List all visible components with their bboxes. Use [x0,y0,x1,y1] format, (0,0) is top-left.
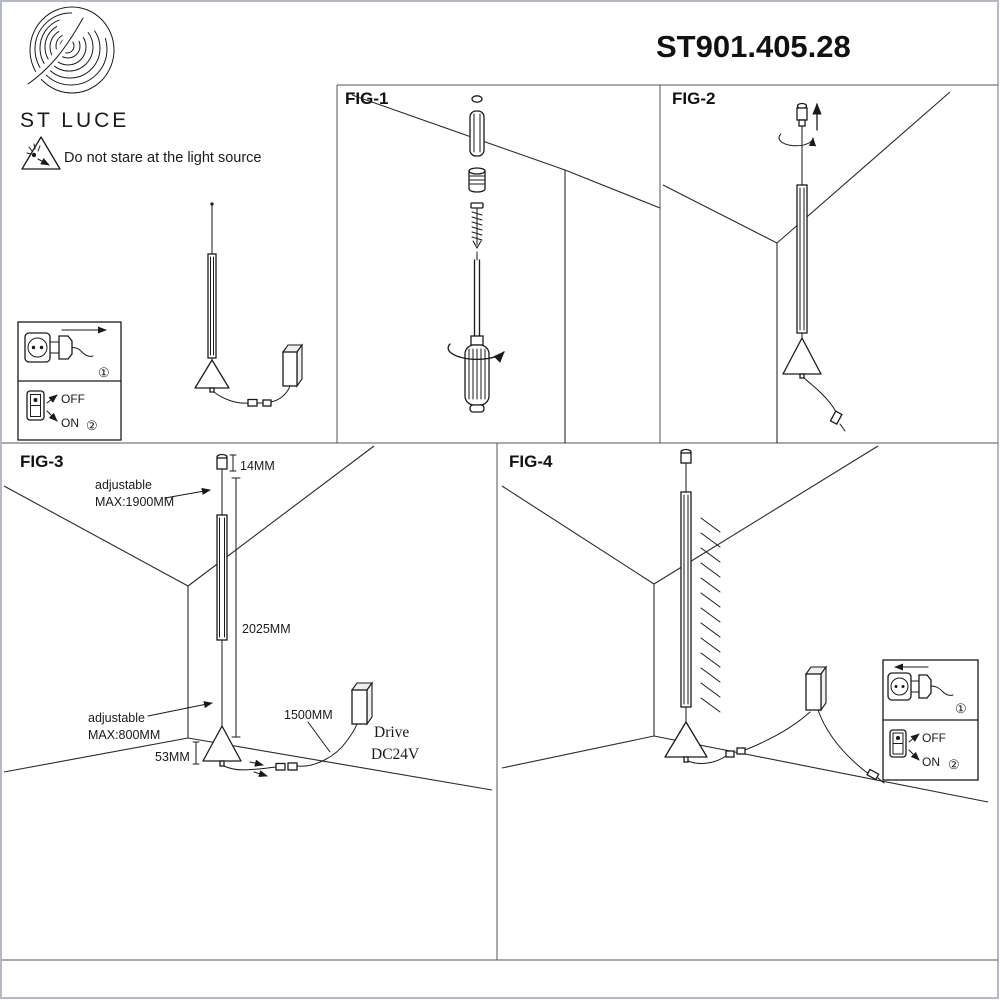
dim-adjustable-bottom: adjustable [88,711,145,725]
off-arrow-icon-2 [908,733,920,743]
on-arrow-icon [46,410,58,422]
switch-icon-2 [889,729,907,758]
fig1-screwdriver [464,251,490,413]
fig3-dimensions: 14MM adjustable MAX:1900MM 2025MM adjust… [88,454,420,765]
dim-arrow-top [164,487,211,499]
warning-text: Do not stare at the light source [64,150,261,166]
fig3-driver-box [350,681,374,726]
drive-label: Drive [374,724,409,741]
on-label: ON [61,416,79,430]
step-2-badge-2: ② [948,757,960,772]
dim-leader-1500 [307,721,331,753]
section-dividers [2,84,998,961]
dim-max-1900: MAX:1900MM [95,495,174,509]
fig4-light-rays [700,517,721,713]
power-legend-box-2: ① OFF ON ② [882,659,979,781]
dim-adjustable-top: adjustable [95,478,152,492]
fig2-cable-connector [829,410,846,432]
model-number: ST901.405.28 [656,29,851,64]
dim-1500mm: 1500MM [284,708,333,722]
fig4-label: FIG-4 [509,452,553,471]
fig3-plug-arrow-2 [253,770,268,778]
fig3-plug-arrow-1 [249,759,264,767]
step-1-badge: ① [98,365,110,380]
overview-driver-box [281,343,304,388]
plug-icon [49,335,94,360]
fig4-pendant [664,448,708,763]
switch-icon [26,390,45,421]
fig2-cable [803,377,837,413]
on-arrow-icon-2 [908,749,920,761]
dim-max-800: MAX:800MM [88,728,160,742]
fig3-pendant [202,453,242,767]
plug-icon-2 [910,674,954,699]
fig2-rotation-arrow [778,133,817,147]
fig4-driver-box [804,665,828,712]
fig3-cable [223,723,358,778]
fig1-room-corner [351,94,661,443]
dim-line-53 [192,741,200,765]
off-label-2: OFF [922,731,946,745]
fig3-label: FIG-3 [20,452,63,471]
off-arrow-icon [46,394,58,404]
fig3-room-corner [3,445,493,791]
overview-pendant-illustration [194,202,304,407]
dim-53mm: 53MM [155,750,190,764]
fig1-rotation-arrow [447,343,505,363]
fig4-room-corner [501,445,989,803]
socket-icon [24,332,51,363]
dim-14mm: 14MM [240,459,275,473]
off-label: OFF [61,392,85,406]
fig1-label: FIG-1 [345,89,388,108]
dim-line-2025 [231,477,241,738]
drive-voltage: DC24V [371,746,420,763]
brand-name: ST LUCE [20,109,129,132]
warning-triangle-icon [21,136,61,170]
fig2-pendant [782,102,846,432]
dim-2025mm: 2025MM [242,622,291,636]
step-2-badge: ② [86,418,98,433]
st-luce-logo [22,6,115,94]
socket-icon-2 [887,672,912,701]
step-1-badge-2: ① [955,701,967,716]
fig4-cable [687,709,885,784]
fig2-label: FIG-2 [672,89,715,108]
on-label-2: ON [922,755,940,769]
power-legend-box-1: ① OFF ON ② [17,321,122,441]
fig1-assembly-parts [468,95,486,250]
dim-arrow-bottom [147,701,213,717]
